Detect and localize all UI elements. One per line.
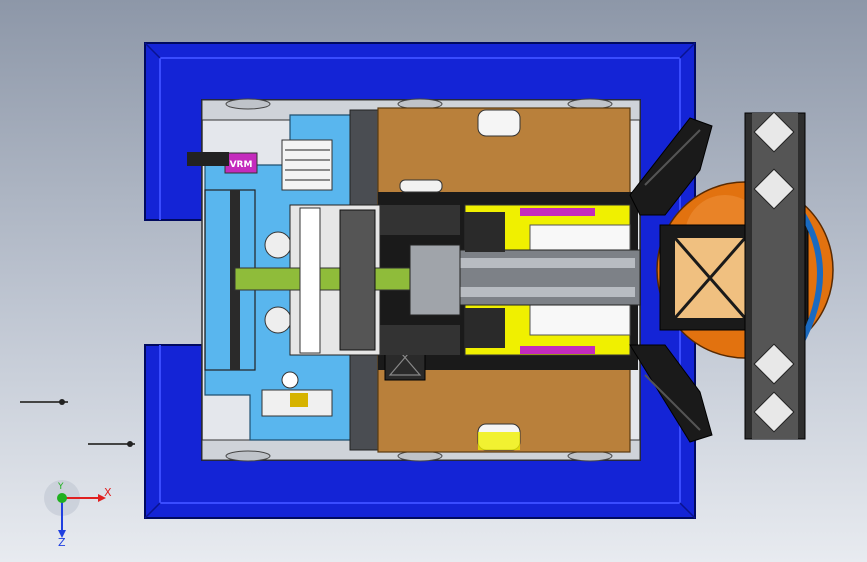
front-roller-bar[interactable] bbox=[744, 111, 806, 440]
loose-pins bbox=[20, 399, 135, 447]
coordinate-triad bbox=[44, 480, 106, 538]
drive-gearbox[interactable] bbox=[234, 204, 461, 356]
z-axis-label: Z bbox=[58, 536, 66, 549]
front-manipulator[interactable] bbox=[629, 117, 713, 443]
vrm-label: VRM bbox=[230, 160, 253, 170]
x-axis-label: X bbox=[104, 486, 112, 499]
y-axis-label: Y bbox=[58, 482, 64, 492]
power-connector bbox=[187, 152, 229, 166]
